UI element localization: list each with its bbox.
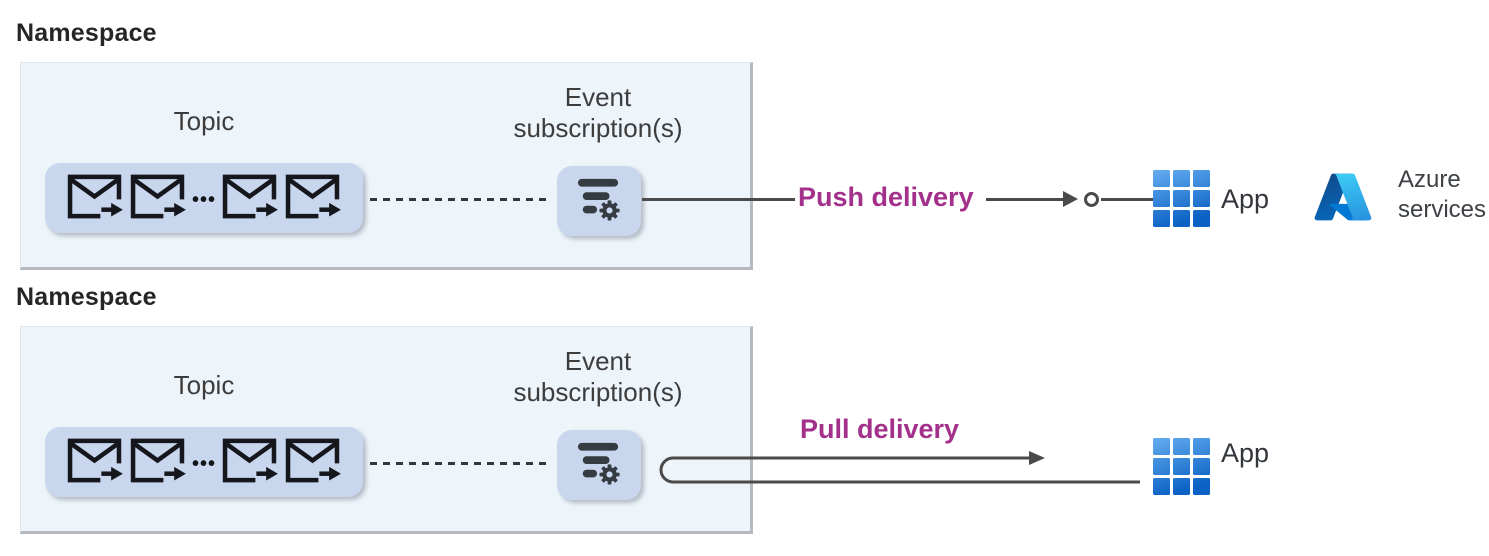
pull-delivery-label: Pull delivery: [800, 414, 960, 444]
send-mail-envelope-icon: [221, 173, 279, 224]
app-grid-icon: [1153, 170, 1210, 232]
arrowhead-icon: [1063, 191, 1078, 207]
event-subscription-label: Event subscription(s): [513, 346, 683, 407]
app-label: App: [1221, 184, 1270, 214]
send-mail-envelope-icon: [221, 437, 279, 488]
push-connector-line: [986, 198, 1064, 201]
app-label: App: [1221, 438, 1270, 468]
topic-tile: •••: [45, 163, 363, 233]
topic-subscription-dotted-connector: [370, 462, 550, 465]
namespace-title: Namespace: [16, 19, 157, 47]
send-mail-envelope-icon: [66, 173, 124, 224]
topic-tile: •••: [45, 427, 363, 497]
push-delivery-label: Push delivery: [798, 182, 974, 212]
event-subscription-tile: [557, 166, 641, 236]
filter-gear-icon: [575, 441, 623, 490]
topic-subscription-dotted-connector: [370, 198, 550, 201]
topic-label: Topic: [173, 370, 235, 400]
ellipsis-dots: •••: [191, 453, 216, 475]
filter-gear-icon: [575, 177, 623, 226]
send-mail-envelope-icon: [284, 173, 342, 224]
send-mail-envelope-icon: [66, 437, 124, 488]
azure-logo-icon: [1312, 170, 1374, 229]
endpoint-circle-icon: [1084, 192, 1099, 207]
push-connector-line: [642, 198, 795, 201]
send-mail-envelope-icon: [129, 437, 187, 488]
ellipsis-dots: •••: [191, 189, 216, 211]
push-connector-line: [1101, 198, 1153, 201]
send-mail-envelope-icon: [284, 437, 342, 488]
event-subscription-tile: [557, 430, 641, 500]
send-mail-envelope-icon: [129, 173, 187, 224]
event-subscription-label: Event subscription(s): [513, 82, 683, 143]
namespace-title: Namespace: [16, 283, 157, 311]
arrowhead-icon: [1029, 451, 1045, 465]
app-grid-icon: [1153, 438, 1210, 500]
pull-loop-connector: [659, 451, 1140, 484]
azure-services-label: Azure services: [1398, 166, 1487, 223]
topic-label: Topic: [173, 106, 235, 136]
